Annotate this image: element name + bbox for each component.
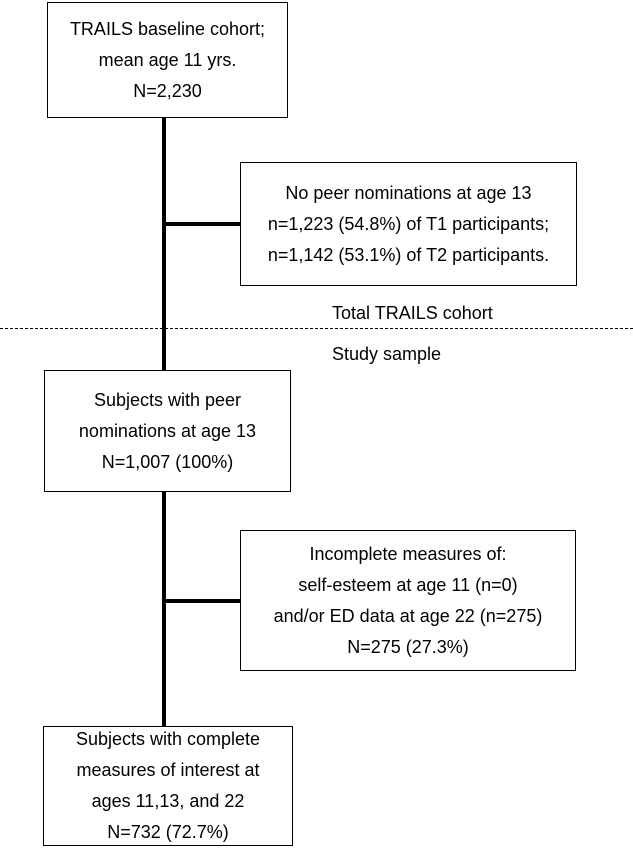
- box-line: n=1,142 (53.1%) of T2 participants.: [267, 244, 550, 265]
- box-line: N=1,007 (100%): [101, 451, 234, 472]
- total-cohort-label: Total TRAILS cohort: [332, 303, 493, 323]
- box-line: and/or ED data at age 22 (n=275): [273, 605, 543, 626]
- main-vertical-connector-top: [162, 118, 166, 370]
- study-sample-label: Study sample: [332, 344, 442, 364]
- main-vertical-connector-bottom: [162, 492, 166, 726]
- complete-measures-box: Subjects with complete measures of inter…: [43, 726, 293, 846]
- box-line: ages 11,13, and 22: [91, 791, 245, 811]
- box-line: self-esteem at age 11 (n=0): [298, 574, 518, 595]
- branch-connector-incomplete: [162, 599, 240, 603]
- box-line: N=2,230: [133, 80, 202, 101]
- cohort-separator-dashed-line: [0, 328, 633, 329]
- box-line: Subjects with complete: [75, 729, 261, 749]
- box-line: measures of interest at: [76, 760, 260, 780]
- box-line: mean age 11 yrs.: [98, 49, 237, 70]
- box-line: Subjects with peer: [93, 389, 242, 410]
- no-peer-nominations-box: No peer nominations at age 13 n=1,223 (5…: [240, 162, 577, 286]
- box-line: No peer nominations at age 13: [285, 182, 532, 203]
- baseline-cohort-box: TRAILS baseline cohort; mean age 11 yrs.…: [47, 2, 288, 118]
- box-line: N=275 (27.3%): [347, 636, 469, 657]
- box-line: TRAILS baseline cohort;: [69, 18, 266, 39]
- box-line: Incomplete measures of:: [309, 543, 507, 564]
- subjects-with-peer-nominations-box: Subjects with peer nominations at age 13…: [44, 370, 291, 492]
- incomplete-measures-box: Incomplete measures of: self-esteem at a…: [240, 530, 576, 671]
- box-line: N=732 (72.7%): [107, 822, 229, 842]
- branch-connector-no-peer: [162, 222, 240, 226]
- box-line: n=1,223 (54.8%) of T1 participants;: [267, 213, 550, 234]
- box-line: nominations at age 13: [78, 420, 257, 441]
